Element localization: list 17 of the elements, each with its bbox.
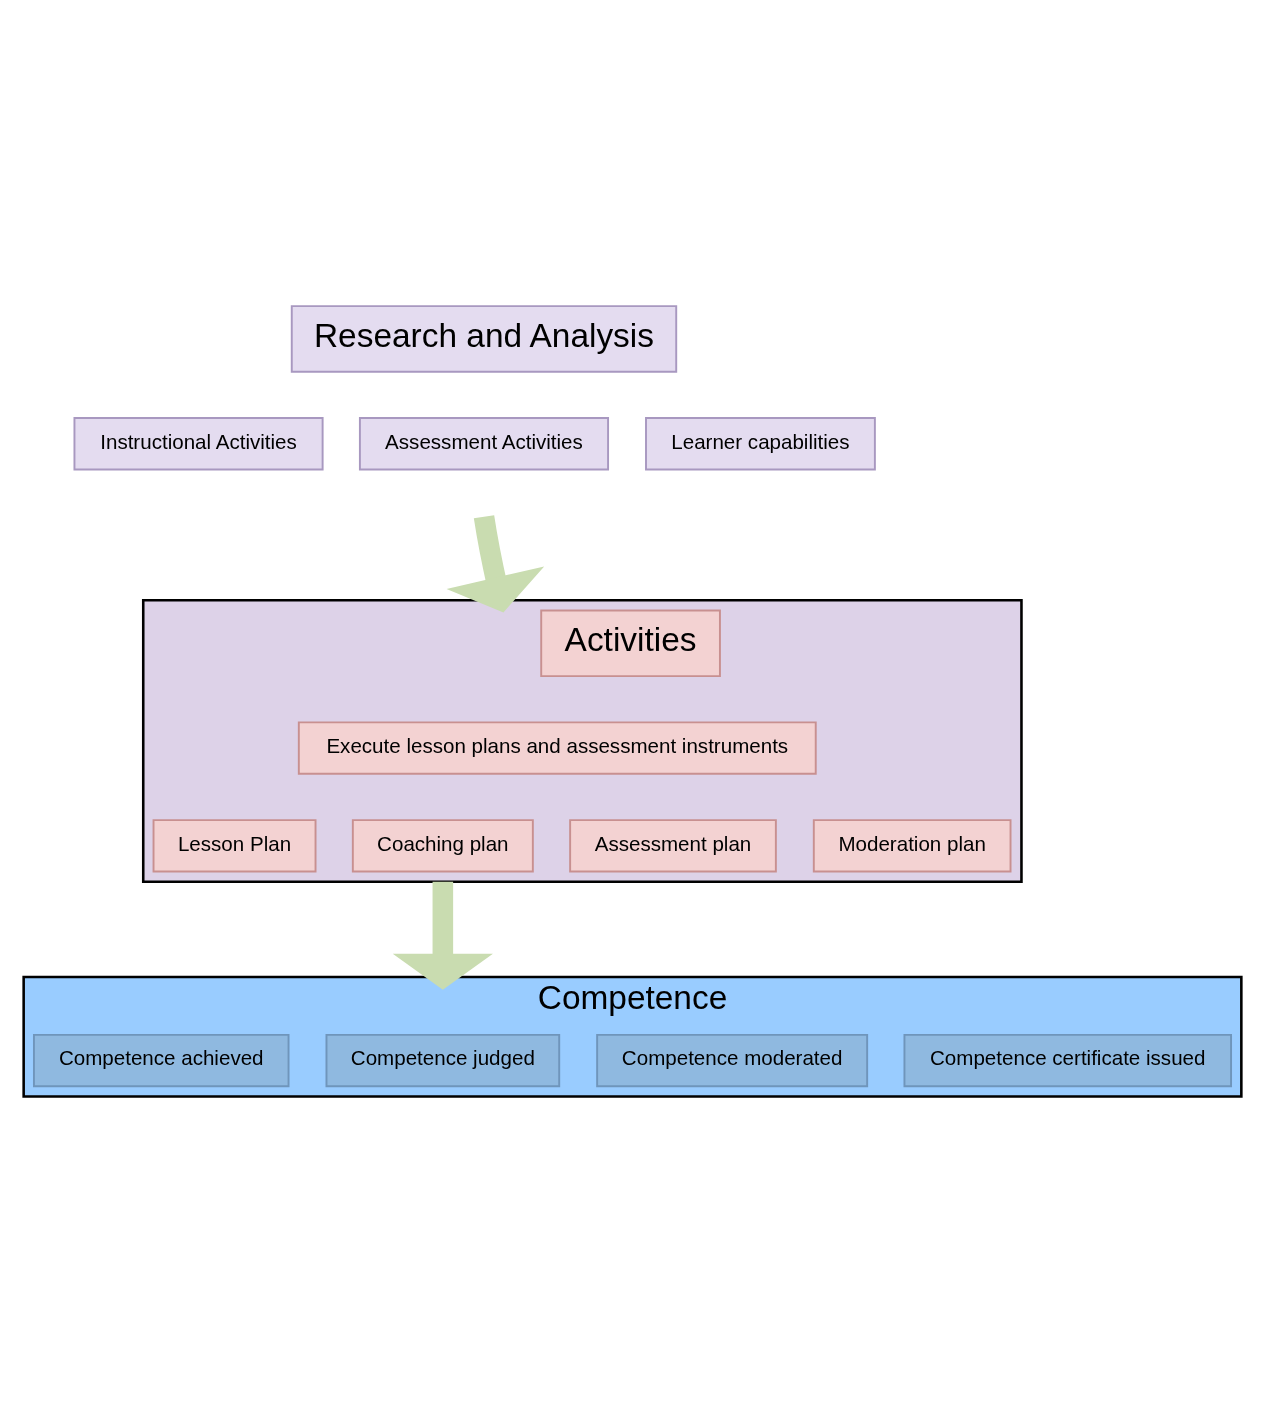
node-box: Activities	[540, 609, 721, 677]
node-box: Instructional Activities	[73, 416, 324, 470]
arrow	[446, 514, 545, 613]
node-box: Competence certificate issued	[903, 1033, 1232, 1087]
cluster	[141, 598, 1023, 883]
node-box: Coaching plan	[351, 818, 534, 872]
node-box: Assessment plan	[569, 818, 777, 872]
node-box: Lesson Plan	[152, 818, 317, 872]
node-box: Moderation plan	[812, 818, 1012, 872]
node-box: Learner capabilities	[645, 416, 876, 470]
node-box: Competence achieved	[33, 1033, 290, 1087]
node-box: Competence moderated	[596, 1033, 869, 1087]
node-box: Competence judged	[325, 1033, 561, 1087]
node-box: Execute lesson plans and assessment instruments	[297, 720, 817, 775]
node-box: Assessment Activities	[358, 416, 610, 470]
node-box: Research and Analysis	[290, 304, 678, 373]
arrow	[392, 881, 493, 990]
